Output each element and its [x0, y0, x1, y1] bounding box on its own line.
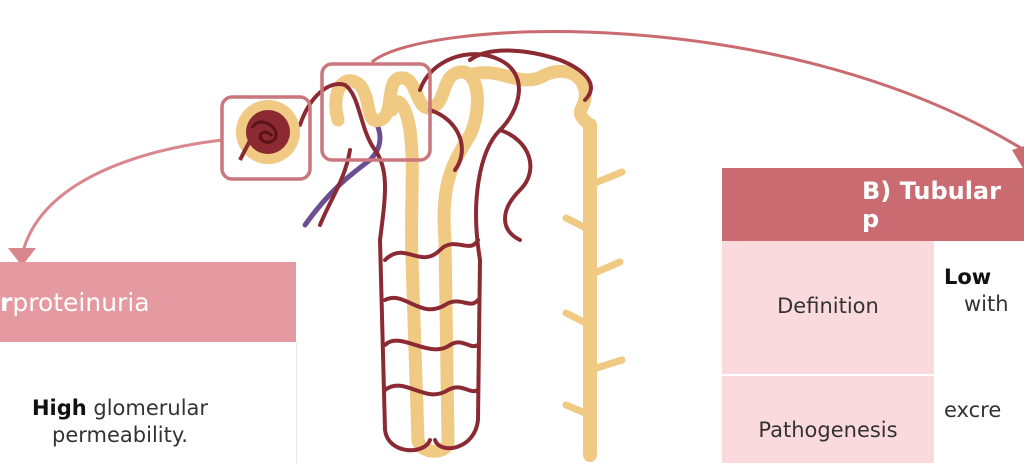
- header-bold-fragment: r: [0, 288, 12, 317]
- tubular-table-header: B) Tubular p: [722, 168, 1024, 241]
- arrowhead-right-icon: [1012, 146, 1024, 170]
- glomerulus: [236, 100, 300, 164]
- tubule: [336, 71, 590, 451]
- header-rest: proteinuria: [12, 288, 149, 317]
- row1-value-line2: with: [944, 291, 1009, 318]
- definition-bold: High: [32, 396, 87, 420]
- glomerular-definition: High glomerular permeability.: [0, 395, 240, 449]
- row1-value: Low with: [944, 264, 1009, 318]
- tubular-header-text: B) Tubular p: [862, 177, 1024, 233]
- definition-line2: permeability.: [0, 422, 240, 449]
- row1-value-bold: Low: [944, 264, 1009, 291]
- arrow-to-glomerular: [22, 140, 222, 255]
- collecting-duct: [566, 125, 622, 455]
- definition-rest: glomerular: [87, 396, 208, 420]
- row2-label: Pathogenesis: [722, 418, 934, 442]
- row2-value: excre: [944, 398, 1001, 422]
- row-divider: [722, 374, 1024, 376]
- row1-label: Definition: [722, 294, 934, 318]
- glomerular-table-header: r proteinuria: [0, 262, 296, 342]
